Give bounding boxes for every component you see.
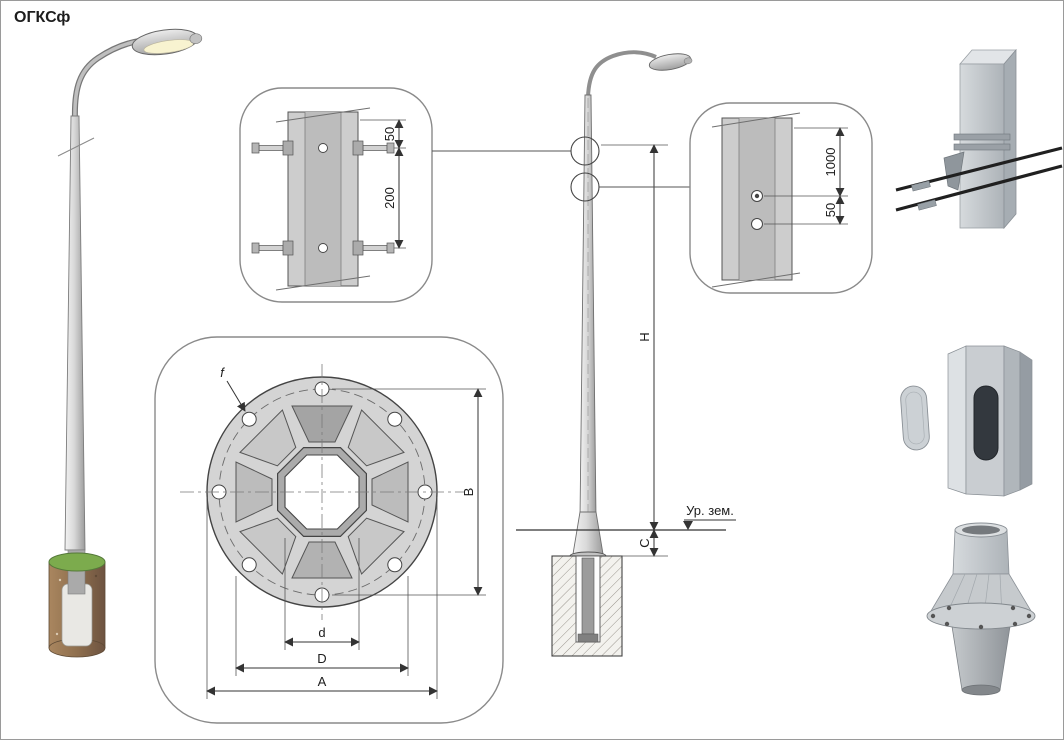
cable-sleeve-2 <box>917 199 937 211</box>
break-mark-bottom <box>711 272 801 288</box>
dim-label-50: 50 <box>823 203 838 217</box>
lamp-head <box>131 28 203 56</box>
gusset-ribs <box>235 405 409 579</box>
pole-facet-1 <box>947 345 967 495</box>
embedded-pole <box>581 557 595 635</box>
dim-label-C: C <box>637 538 652 547</box>
pole-elevation-view: Ур. зем. H C <box>516 50 736 657</box>
dim-label-50: 50 <box>382 127 397 141</box>
break-mark-bottom <box>275 275 371 291</box>
pole-break-mark <box>57 137 95 157</box>
bolt-holes <box>211 381 433 603</box>
pole-facet-3 <box>1003 345 1021 497</box>
dim-label-A: A <box>318 674 327 689</box>
bolt-assembly-row2 <box>251 240 395 256</box>
pole-3d-view <box>48 28 203 658</box>
dim-label-D: D <box>317 651 326 666</box>
access-hole-3d-view <box>900 345 1033 497</box>
dim-label-B: B <box>461 488 476 497</box>
dim-label-200: 200 <box>382 187 397 209</box>
base-lower-cone <box>950 619 1012 691</box>
base-bottom-rim <box>961 684 1001 696</box>
lamp-head <box>648 53 693 71</box>
cable-entry-detail: 1000 50 <box>689 102 873 294</box>
pole-facet-4 <box>1019 351 1033 491</box>
cable-hole <box>751 218 763 230</box>
clamp-band-lower <box>953 143 1011 151</box>
dim-label-1000: 1000 <box>823 148 838 177</box>
base-top-hole <box>962 525 1000 535</box>
clamp-3d-view <box>895 48 1063 230</box>
break-mark-top <box>275 107 371 123</box>
grass-top <box>48 552 106 572</box>
base-3d-view <box>926 522 1036 696</box>
break-mark-top <box>711 112 801 128</box>
callout-circle-top <box>570 136 600 166</box>
lamp-arm <box>586 50 657 98</box>
flange-plan-detail: f B d D A <box>154 336 504 724</box>
cable-sleeve-1 <box>911 180 931 192</box>
drawing-title: ОГКСф <box>14 9 70 26</box>
hole-dia-leader <box>226 380 246 412</box>
bolt-assembly-row1 <box>251 140 395 156</box>
access-cover-plate <box>900 385 930 451</box>
base-flange-bolts <box>930 605 1032 630</box>
ground-level-mark <box>683 521 693 530</box>
foundation-3d <box>48 549 106 658</box>
clamp-band-upper <box>953 133 1011 141</box>
ground-level-label: Ур. зем. <box>686 503 734 518</box>
grout-pad <box>577 633 599 643</box>
dim-label-H: H <box>637 332 652 341</box>
pole-top-connection-detail: 50 200 <box>239 87 433 303</box>
hole-dia-label: f <box>220 365 225 380</box>
access-hole <box>973 385 999 461</box>
dim-label-d: d <box>318 625 325 640</box>
